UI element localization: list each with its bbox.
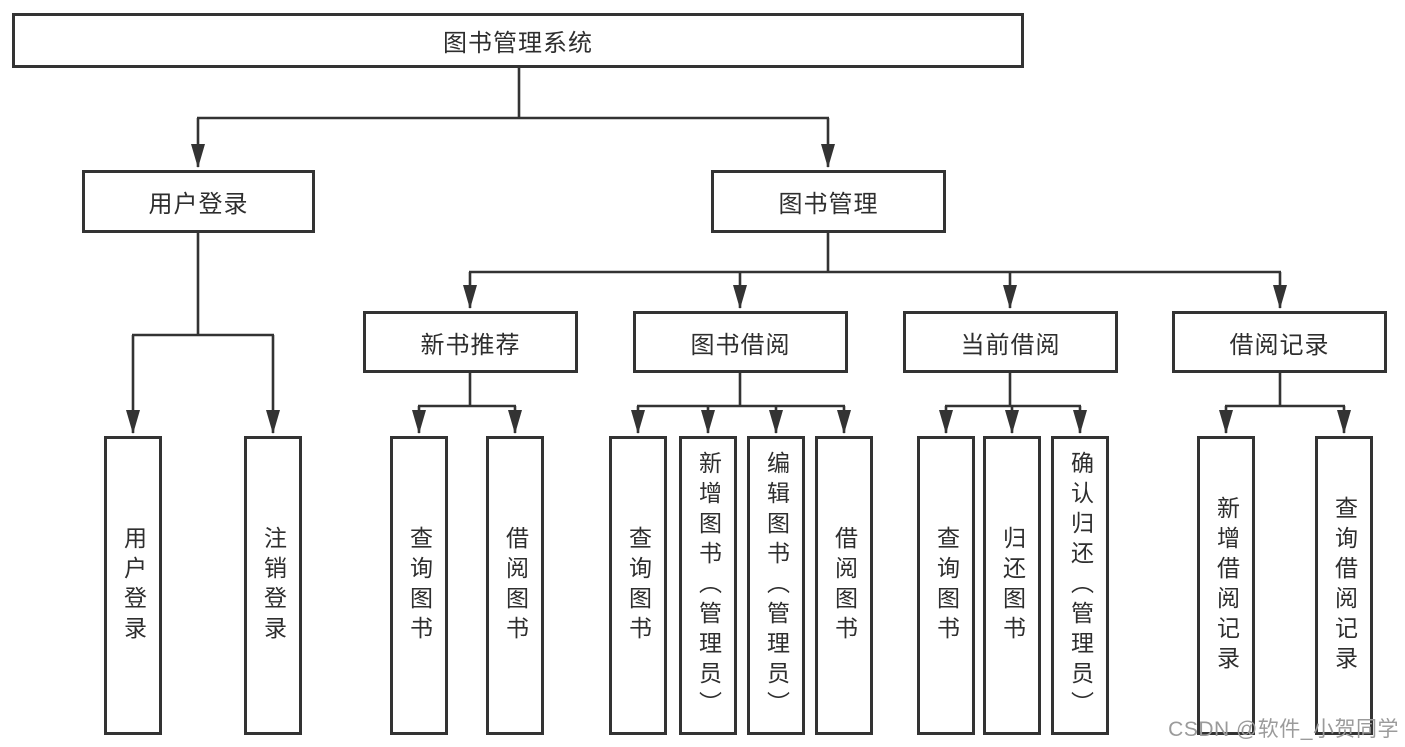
node-book-borrowing: 图书借阅 <box>633 311 848 373</box>
leaf-query-borrow-record: 查询借阅记录 <box>1315 436 1373 735</box>
leaf-add-borrow-record: 新增借阅记录 <box>1197 436 1255 735</box>
leaf-add-books-admin: 新增图书（管理员） <box>679 436 737 735</box>
csdn-watermark: CSDN @软件_小贺同学 <box>1168 718 1399 741</box>
leaf-edit-books-admin: 编辑图书（管理员） <box>747 436 805 735</box>
leaf-logout: 注销登录 <box>244 436 302 735</box>
connector-recommend-to-leaves <box>412 373 522 434</box>
leaf-user-login: 用户登录 <box>104 436 162 735</box>
leaf-borrow-books: 借阅图书 <box>815 436 873 735</box>
leaf-borrow-query-books: 查询图书 <box>609 436 667 735</box>
connector-borrow-to-leaves <box>631 373 851 434</box>
node-root-library-system: 图书管理系统 <box>12 13 1024 68</box>
leaf-confirm-return-admin: 确认归还（管理员） <box>1051 436 1109 735</box>
node-borrowing-records: 借阅记录 <box>1172 311 1387 373</box>
node-book-management: 图书管理 <box>711 170 946 233</box>
node-new-book-recommend: 新书推荐 <box>363 311 578 373</box>
connector-current-to-leaves <box>939 373 1087 434</box>
connector-bookmgmt-to-level3 <box>463 233 1287 309</box>
leaf-current-query-books: 查询图书 <box>917 436 975 735</box>
leaf-recommend-query-books: 查询图书 <box>390 436 448 735</box>
leaf-recommend-borrow-books: 借阅图书 <box>486 436 544 735</box>
connector-login-to-leaves <box>126 233 280 434</box>
leaf-return-books: 归还图书 <box>983 436 1041 735</box>
node-current-borrowing: 当前借阅 <box>903 311 1118 373</box>
connector-root-to-level2 <box>191 68 835 168</box>
connector-records-to-leaves <box>1219 373 1351 434</box>
node-user-login: 用户登录 <box>82 170 315 233</box>
